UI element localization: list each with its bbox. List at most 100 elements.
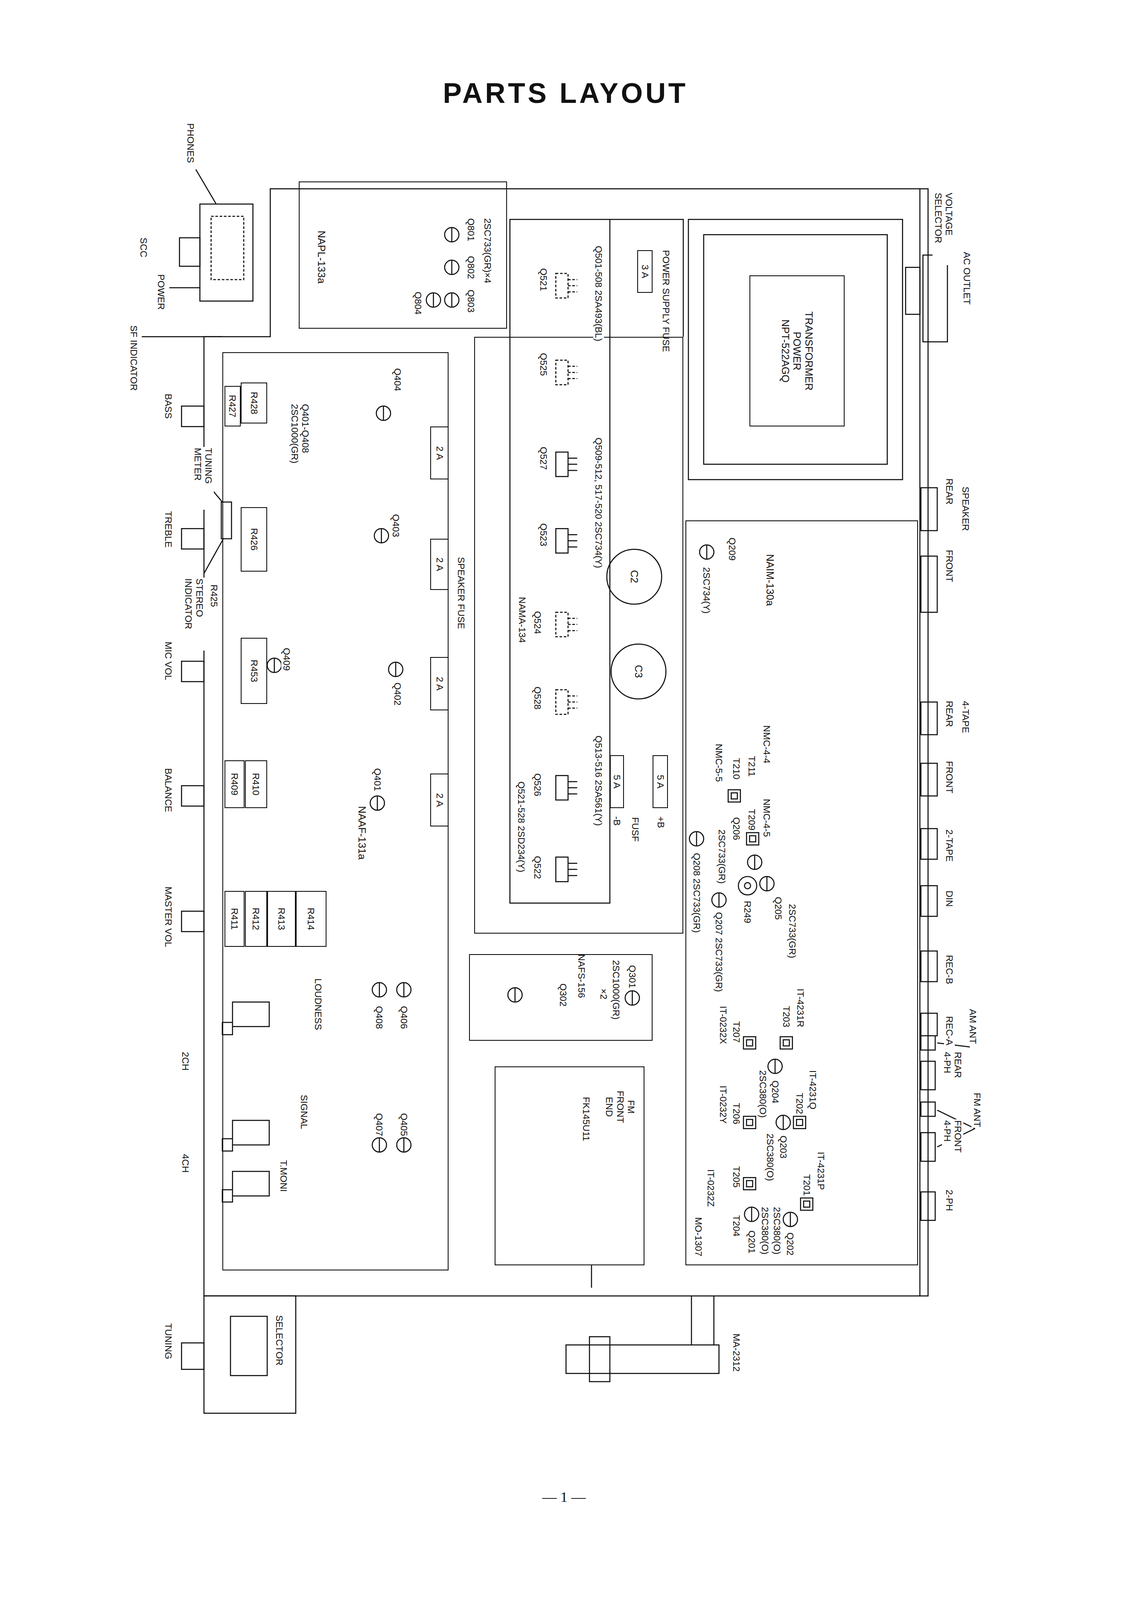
transformer-box: TRANSFORMER POWERNPT-522AGQ [749,275,845,427]
heat-sink [510,219,610,904]
part-name: NAFS-156 [575,953,587,998]
part-label: R249 [742,899,753,925]
resistor-pot: R427 [224,385,241,427]
part-label: 2SC380(O) [771,1205,783,1255]
fuse-box: 2 A [430,656,449,710]
part-label: T209 [746,807,757,831]
circuit-board: NAAF-131a2 A2 A2 A2 AR428R427R426R453R41… [222,352,449,1271]
part-name: 2 A [434,676,445,691]
part-name: R414 [305,907,317,930]
part-label: Q521-528 2SD234(Y) [515,780,527,874]
part-label: Q401-Q408 2SC1000(GR) [288,402,311,476]
part-label: Q801 [465,217,477,242]
part-label: SF INDICATOR [128,324,139,392]
selector-switch [230,1315,268,1376]
part-name: R412 [250,907,262,930]
resistor-pot: R426 [240,507,268,572]
part-note: FK145U11 [580,1096,592,1142]
part-label: REC-A [944,1014,955,1046]
part-name: R411 [229,907,240,930]
phones-jack [199,204,253,301]
part-name: NAAF-131a [356,805,369,860]
part-label: Q204 [769,1079,781,1105]
part-name: C2 [628,569,641,583]
page-number: — 1 — [541,1488,587,1505]
part-label: Q202 [784,1231,796,1257]
part-label: MIC VOL [162,640,174,681]
part-label: Q402 [392,681,403,707]
part-label: AM ANT [967,1008,979,1045]
part-label: Q205 [772,895,784,921]
part-label: Q802 [465,255,477,280]
part-label: BASS [162,392,174,420]
part-label: Q501-508 2SA493(BL) [593,244,604,343]
circuit-board: NAMA-134C2C35 A+B5 A-B [474,336,684,934]
part-name: R409 [229,772,240,796]
selector-board [204,1295,296,1414]
part-label: 2SC380(O) [759,1205,770,1255]
part-label: 4-TAPE [960,699,971,734]
resistor-pot: R413 [267,890,296,947]
part-label: TREBLE [162,510,174,549]
part-label: MA-2312 [730,1332,742,1373]
part-label: Q522 [532,854,543,880]
fuse-box: 5 A+B [652,754,668,808]
circuit-board: NAIM-130a [685,520,919,1266]
board-edge [609,219,684,337]
part-label: R425 [208,583,220,608]
small-transistors [267,227,798,1227]
resistor-pot: R409 [224,760,245,808]
part-label: PHONES [185,122,196,164]
transistor-flat [274,227,791,1227]
part-label: LOUDNESS [312,977,324,1031]
part-label: Q301 [626,964,638,989]
capacitor-outline [611,644,666,699]
part-label: Q208 2SC733(GR) [690,851,702,934]
part-label: Q524 [532,609,543,635]
part-label: NMC-4-4 [761,724,773,764]
part-label: SELECTOR [274,1314,285,1367]
part-name: 2 A [434,792,445,807]
part-label: Q201 [746,1229,757,1254]
part-label: IT-0232Y [717,1084,729,1125]
part-label: 2SC733(GR) [716,828,728,885]
part-note: -B [611,816,623,826]
part-label: T205 [730,1165,742,1189]
transistor-symbol [555,856,578,882]
part-label: 2SC733(GR)×4 [481,217,493,284]
dial-frame [591,1265,715,1345]
part-label: 2CH [180,1050,191,1072]
part-label: T206 [730,1101,742,1126]
part-label: Q521 [538,267,549,292]
coil-squares [728,789,813,1210]
part-label: Q523 [538,522,549,548]
shaft-coil [589,1336,610,1382]
part-label: 2SC733(GR) [787,902,798,959]
part-label: IT-4231Q [807,1069,819,1111]
part-label: Q527 [538,445,549,471]
part-label: IT-0232X [717,1004,729,1045]
power-switch [211,216,244,280]
fuse-box: 2 A [430,773,449,827]
chassis-outline [204,188,929,1296]
part-label: Q406 [398,1004,409,1030]
part-label: T204 [730,1213,742,1237]
part-label: Q207 2SC733(GR) [713,911,725,993]
transformer-core [703,234,888,465]
part-label: MO-1307 [693,1215,704,1257]
part-label: FRONT [944,760,955,795]
transistor-symbol [555,689,578,715]
part-name: R426 [248,527,260,551]
part-label: VOLTAGE SELECTOR [932,191,955,265]
part-label: Q408 [373,1004,385,1030]
part-note: POWER SUPPLY FUSE [660,250,672,353]
part-name: FM FRONT END [603,1089,637,1124]
part-label: T.MONI [278,1158,289,1193]
part-label: REAR [944,477,955,506]
part-label: SPEAKER [960,485,971,532]
part-note: NPT-522AGQ [779,319,792,383]
module-box: FM FRONT END FK145U11 [494,1066,645,1266]
part-label: 2SC380(O) [757,1069,769,1119]
part-label: ×2 [598,987,610,1000]
